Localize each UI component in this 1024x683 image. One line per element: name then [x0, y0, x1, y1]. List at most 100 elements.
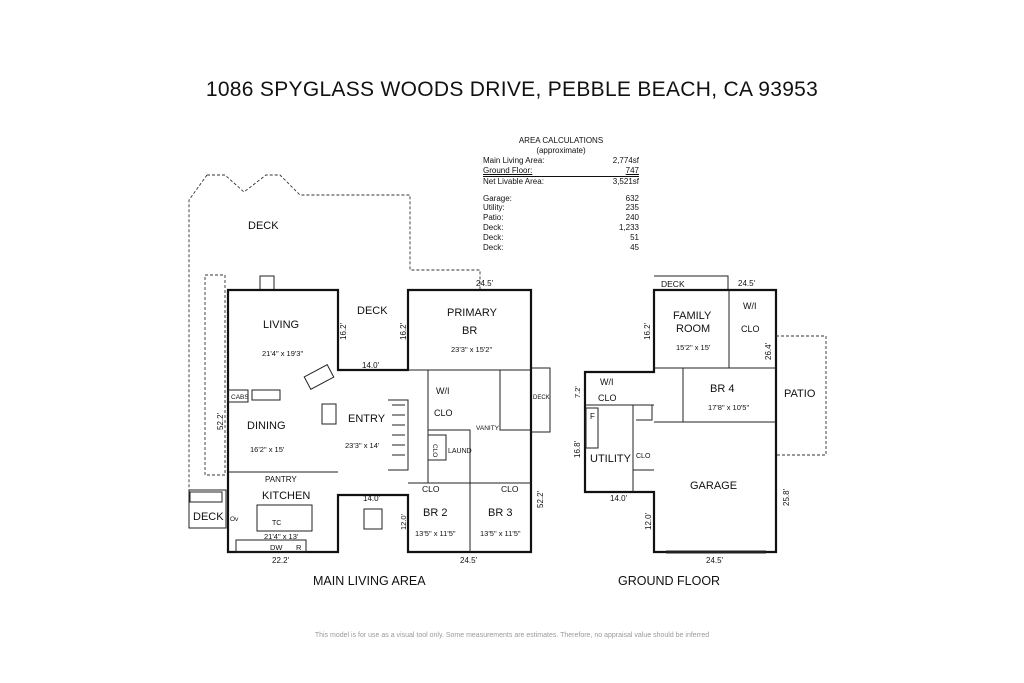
living-label: LIVING: [263, 319, 299, 331]
area-row: Deck:1,233: [483, 223, 639, 233]
laundry-clo-label: CLO: [431, 444, 438, 457]
page-title: 1086 SPYGLASS WOODS DRIVE, PEBBLE BEACH,…: [205, 78, 819, 101]
furnace: [585, 407, 599, 449]
ground-stairs: [636, 404, 653, 421]
deck-small-outline: [188, 489, 227, 529]
util-clo-label: CLO: [598, 393, 617, 403]
area-row: Net Livable Area:3,521sf: [483, 175, 639, 186]
br4-size: 17'8" x 10'5": [708, 403, 749, 412]
main-exterior-walls: [226, 288, 533, 554]
patio-label: PATIO: [784, 388, 816, 400]
area-row: Main Living Area:2,774sf: [483, 155, 639, 165]
ground-caption: GROUND FLOOR: [618, 574, 720, 588]
dim-bottom-left: 22.2': [272, 556, 290, 565]
kitchen-island: [256, 504, 313, 532]
stairs-box: [388, 399, 409, 471]
fireplace: [251, 389, 281, 401]
ground-wi-label: W/I: [743, 301, 757, 311]
ground-deck-outline: [654, 275, 729, 290]
entry-label: ENTRY: [348, 413, 386, 425]
ground-dim-left-top: 16.2': [643, 322, 652, 340]
dim-bottom-right: 24.5': [460, 556, 478, 565]
area-row: Deck:51: [483, 233, 639, 243]
dining-size: 16'2" x 15': [250, 445, 285, 454]
oven-label: Ov: [230, 516, 239, 523]
ground-dim-garage-bottom: 24.5': [706, 556, 724, 565]
ground-clo-label: CLO: [741, 324, 760, 334]
dim-entry-notch: 14.0': [363, 494, 381, 503]
bedroom-walls: [408, 369, 531, 552]
ground-dim-garage-right: 25.8': [782, 488, 791, 506]
stairs-treads: [392, 404, 405, 456]
ground-dim-garage-left: 12.0': [644, 512, 653, 530]
cabs-box: [227, 389, 249, 403]
dim-deck-notch: 14.0': [362, 361, 380, 370]
utility-label: UTILITY: [590, 453, 632, 465]
br3-size: 13'5" x 11'5": [480, 529, 521, 538]
dim-right: 52.2': [536, 490, 545, 508]
dim-deck-left: 16.2': [339, 322, 348, 340]
dim-deck-right: 16.2': [399, 322, 408, 340]
dishwasher-label: DW: [270, 543, 283, 552]
br3-clo-label: CLO: [501, 484, 519, 494]
cabs-label: CABS: [231, 394, 249, 401]
area-row: Deck:45: [483, 243, 639, 253]
ground-dim-top: 24.5': [738, 279, 756, 288]
area-row: Patio:240: [483, 213, 639, 223]
furnace-label: F: [590, 412, 595, 421]
laundry-label: LAUND: [448, 448, 472, 455]
ground-floor-plan: DECK FAMILY ROOM 15'2" x 15' W/I CLO BR …: [573, 275, 827, 588]
wi-label: W/I: [436, 386, 450, 396]
kitchen-size: 21'4" x 13': [264, 532, 299, 541]
patio-outline: [776, 335, 827, 456]
dim-top: 24.5': [476, 279, 494, 288]
kitchen-label: KITCHEN: [262, 490, 310, 502]
primary-size: 23'3" x 15'2": [451, 345, 492, 354]
area-subheading: (approximate): [536, 145, 586, 155]
main-caption: MAIN LIVING AREA: [313, 574, 426, 588]
refrigerator-label: R: [296, 543, 302, 552]
deck-small-label: DECK: [193, 511, 224, 523]
disclaimer: This model is for use as a visual tool o…: [314, 632, 710, 639]
family-size: 15'2" x 15': [676, 343, 711, 352]
dim-notch-side: 12.0': [399, 513, 408, 530]
counter: [235, 539, 307, 553]
area-row: Utility:235: [483, 203, 639, 213]
living-size: 21'4" x 19'3": [262, 349, 303, 358]
deck-outline: [188, 174, 481, 505]
ground-dim-util-side: 16.8': [573, 440, 582, 458]
deck-right-label: DECK: [533, 395, 550, 401]
ground-dim-util-bottom: 14.0': [610, 494, 628, 503]
area-calculations: AREA CALCULATIONS (approximate) Main Liv…: [483, 136, 639, 253]
br4-label: BR 4: [710, 383, 734, 395]
deck-top-label: DECK: [248, 220, 279, 232]
primary-label-1: PRIMARY: [447, 307, 498, 319]
vanity-label: VANITY: [476, 425, 500, 432]
deck-rail: [204, 274, 226, 476]
family-label-1: FAMILY: [673, 310, 712, 322]
area-row: Ground Floor:747: [483, 165, 639, 175]
area-row: Garage:632: [483, 193, 639, 203]
family-label-2: ROOM: [676, 323, 710, 335]
sofa: [303, 364, 335, 390]
deck-mid-label: DECK: [357, 305, 388, 317]
deck-small-stairs: [189, 491, 223, 503]
ground-deck-label: DECK: [661, 279, 685, 289]
deck-stairs: [259, 275, 275, 291]
br2-size: 13'5" x 11'5": [415, 529, 456, 538]
laundry-clo: [427, 434, 447, 461]
util-wi-label: W/I: [600, 377, 614, 387]
area-heading: AREA CALCULATIONS: [518, 136, 604, 145]
br2-label: BR 2: [423, 507, 447, 519]
br3-label: BR 3: [488, 507, 512, 519]
deck-small-right: [531, 367, 551, 433]
clo-box-entry: [321, 403, 337, 425]
ground-exterior-walls: [583, 288, 778, 554]
garage-label: GARAGE: [690, 480, 737, 492]
clo-label: CLO: [434, 408, 453, 418]
entry-steps: [363, 508, 383, 530]
ground-dim-patio-side: 26.4': [764, 342, 773, 360]
utility-clo-label: CLO: [636, 453, 651, 460]
ground-interior-walls: [585, 290, 776, 492]
